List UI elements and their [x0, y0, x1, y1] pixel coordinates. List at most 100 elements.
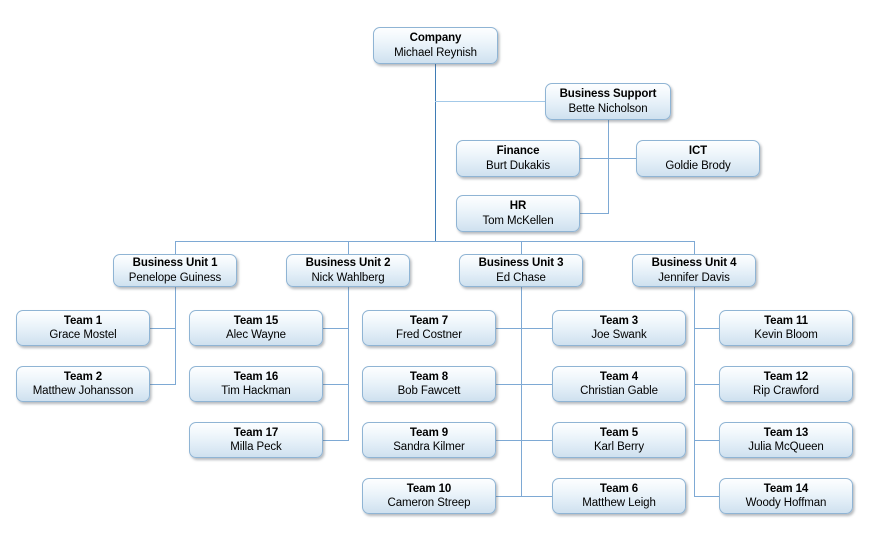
node-team-7-title: Team 7 [409, 314, 449, 327]
node-business-unit-1-title: Business Unit 1 [132, 257, 218, 270]
node-team-13-person: Julia McQueen [748, 441, 824, 453]
node-team-15[interactable]: Team 15 Alec Wayne [189, 310, 323, 346]
node-team-11-person: Kevin Bloom [754, 329, 818, 341]
node-team-11-title: Team 11 [764, 314, 808, 327]
node-team-14[interactable]: Team 14 Woody Hoffman [719, 478, 853, 514]
connector-bus-drop-bu2 [348, 241, 349, 254]
node-hr-title: HR [509, 200, 527, 213]
node-finance-person: Burt Dukakis [486, 159, 550, 172]
node-team-12-person: Rip Crawford [753, 385, 819, 397]
node-business-support[interactable]: Business Support Bette Nicholson [545, 83, 671, 120]
node-team-2-person: Matthew Johansson [32, 385, 134, 397]
connector-bus-drop-bu3 [521, 241, 522, 254]
node-team-17[interactable]: Team 17 Milla Peck [189, 422, 323, 458]
node-business-unit-4-person: Jennifer Davis [658, 271, 730, 284]
node-team-12[interactable]: Team 12 Rip Crawford [719, 366, 853, 402]
connector-business-support-trunk [608, 120, 609, 213]
node-business-support-person: Bette Nicholson [568, 102, 648, 115]
node-hr-person: Tom McKellen [482, 214, 554, 227]
node-team-9-person: Sandra Kilmer [393, 441, 465, 453]
node-company-person: Michael Reynish [394, 46, 477, 59]
node-team-3[interactable]: Team 3 Joe Swank [552, 310, 686, 346]
node-team-6-person: Matthew Leigh [582, 497, 656, 509]
node-team-13-title: Team 13 [763, 426, 809, 439]
node-team-14-person: Woody Hoffman [745, 497, 827, 509]
node-team-7-person: Fred Costner [396, 329, 462, 341]
connector-business-unit-bus [175, 241, 694, 242]
node-team-8[interactable]: Team 8 Bob Fawcett [362, 366, 496, 402]
connector-business-support-to-finance-ict [579, 158, 637, 159]
connector-bu3-to-team8-team4 [496, 384, 552, 385]
node-team-14-title: Team 14 [763, 482, 809, 495]
connector-company-trunk [435, 63, 436, 242]
node-business-unit-3-person: Ed Chase [496, 271, 546, 284]
node-team-10[interactable]: Team 10 Cameron Streep [362, 478, 496, 514]
connector-company-to-business-support [435, 101, 545, 102]
node-team-1-title: Team 1 [63, 314, 103, 327]
node-team-7[interactable]: Team 7 Fred Costner [362, 310, 496, 346]
connector-business-support-to-hr [579, 213, 609, 214]
connector-bu4-to-team14 [694, 496, 720, 497]
connector-bu2-to-team17 [323, 440, 349, 441]
connector-bu1-to-team2 [150, 384, 176, 385]
connector-bu3-to-team7-team3 [496, 328, 552, 329]
node-team-2-title: Team 2 [63, 370, 103, 383]
node-team-1[interactable]: Team 1 Grace Mostel [16, 310, 150, 346]
connector-bus-drop-bu1 [175, 241, 176, 254]
node-team-1-person: Grace Mostel [49, 329, 117, 341]
node-team-8-title: Team 8 [409, 370, 449, 383]
node-business-unit-3-title: Business Unit 3 [478, 257, 564, 270]
node-team-12-title: Team 12 [763, 370, 809, 383]
node-business-unit-2[interactable]: Business Unit 2 Nick Wahlberg [286, 254, 410, 287]
connector-bu2-to-team16 [323, 384, 349, 385]
node-team-3-title: Team 3 [599, 314, 639, 327]
node-team-16-title: Team 16 [233, 370, 279, 383]
connector-bu2-trunk [348, 286, 349, 440]
connector-bu4-to-team12 [694, 384, 720, 385]
node-business-unit-2-person: Nick Wahlberg [311, 271, 385, 284]
connector-bu3-trunk [521, 286, 522, 496]
node-team-2[interactable]: Team 2 Matthew Johansson [16, 366, 150, 402]
node-business-unit-3[interactable]: Business Unit 3 Ed Chase [459, 254, 583, 287]
node-business-unit-2-title: Business Unit 2 [305, 257, 391, 270]
node-ict-person: Goldie Brody [665, 159, 731, 172]
connector-bu3-to-team9-team5 [496, 440, 552, 441]
node-business-unit-4[interactable]: Business Unit 4 Jennifer Davis [632, 254, 756, 287]
node-team-16-person: Tim Hackman [221, 385, 291, 397]
node-team-5-title: Team 5 [599, 426, 639, 439]
connector-bu1-trunk [175, 286, 176, 384]
node-team-5[interactable]: Team 5 Karl Berry [552, 422, 686, 458]
node-team-16[interactable]: Team 16 Tim Hackman [189, 366, 323, 402]
node-business-unit-4-title: Business Unit 4 [651, 257, 737, 270]
connector-bu3-to-team10-team6 [496, 496, 552, 497]
node-team-5-person: Karl Berry [593, 441, 645, 453]
connector-bu2-to-team15 [323, 328, 349, 329]
node-team-11[interactable]: Team 11 Kevin Bloom [719, 310, 853, 346]
node-finance[interactable]: Finance Burt Dukakis [456, 140, 580, 177]
node-business-unit-1[interactable]: Business Unit 1 Penelope Guiness [113, 254, 237, 287]
node-team-8-person: Bob Fawcett [397, 385, 461, 397]
node-team-10-title: Team 10 [406, 482, 452, 495]
node-team-9[interactable]: Team 9 Sandra Kilmer [362, 422, 496, 458]
node-ict[interactable]: ICT Goldie Brody [636, 140, 760, 177]
connector-bu4-to-team11 [694, 328, 720, 329]
connector-bu4-to-team13 [694, 440, 720, 441]
node-team-17-person: Milla Peck [230, 441, 282, 453]
node-team-6[interactable]: Team 6 Matthew Leigh [552, 478, 686, 514]
node-business-support-title: Business Support [559, 88, 657, 101]
node-ict-title: ICT [688, 145, 708, 158]
node-company[interactable]: Company Michael Reynish [373, 27, 498, 64]
node-finance-title: Finance [496, 145, 540, 158]
node-team-6-title: Team 6 [599, 482, 639, 495]
node-team-4-title: Team 4 [599, 370, 639, 383]
node-team-9-title: Team 9 [409, 426, 449, 439]
node-team-4[interactable]: Team 4 Christian Gable [552, 366, 686, 402]
node-company-title: Company [409, 32, 462, 45]
node-hr[interactable]: HR Tom McKellen [456, 195, 580, 232]
connector-bu4-trunk [694, 286, 695, 496]
node-team-4-person: Christian Gable [580, 385, 658, 397]
node-team-13[interactable]: Team 13 Julia McQueen [719, 422, 853, 458]
node-team-3-person: Joe Swank [591, 329, 647, 341]
node-team-17-title: Team 17 [233, 426, 279, 439]
